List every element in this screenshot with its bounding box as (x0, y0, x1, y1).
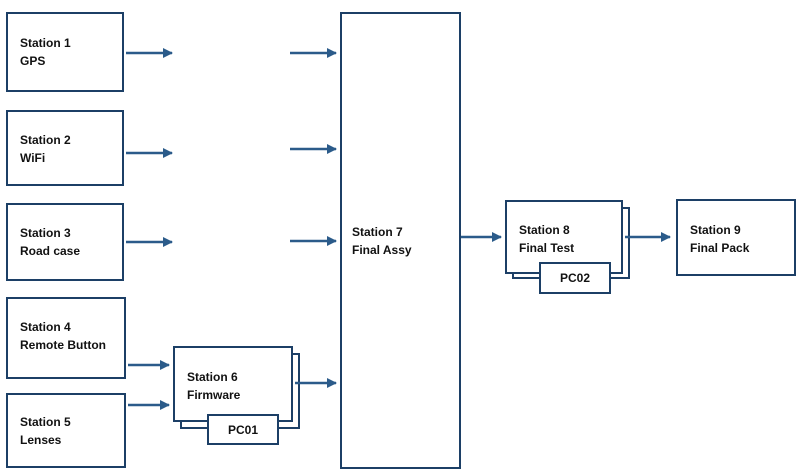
station-3-label: Station 3 Road case (20, 224, 80, 260)
station-6-box (173, 346, 293, 422)
station-6-label: Station 6 Firmware (187, 368, 240, 404)
station-1-box (6, 12, 124, 92)
station-4-title: Station 4 (20, 320, 71, 334)
station-8-name: Final Test (519, 241, 575, 255)
station-7-box (340, 12, 461, 469)
station-9-name: Final Pack (690, 241, 750, 255)
station-7-label: Station 7 Final Assy (352, 223, 412, 259)
station-1-title: Station 1 (20, 36, 71, 50)
station-5-box (6, 393, 126, 468)
station-6-name: Firmware (187, 388, 241, 402)
station-8-pc-tag: PC02 (539, 262, 611, 294)
station-5-title: Station 5 (20, 415, 71, 429)
station-2-box (6, 110, 124, 186)
station-3-box (6, 203, 124, 281)
station-3-title: Station 3 (20, 226, 71, 240)
station-2-name: WiFi (20, 151, 46, 165)
station-7-name: Final Assy (352, 243, 412, 257)
station-8-label: Station 8 Final Test (519, 221, 574, 257)
station-1-label: Station 1 GPS (20, 34, 71, 70)
station-5-name: Lenses (20, 433, 62, 447)
station-3-name: Road case (20, 244, 81, 258)
station-2-label: Station 2 WiFi (20, 131, 71, 167)
station-6-title: Station 6 (187, 370, 238, 384)
station-7-title: Station 7 (352, 225, 403, 239)
station-4-box (6, 297, 126, 379)
station-5-label: Station 5 Lenses (20, 413, 71, 449)
station-2-title: Station 2 (20, 133, 71, 147)
station-1-name: GPS (20, 54, 46, 68)
station-8-title: Station 8 (519, 223, 570, 237)
station-9-label: Station 9 Final Pack (690, 221, 749, 257)
station-4-name: Remote Button (20, 338, 106, 352)
station-9-box (676, 199, 796, 276)
station-4-label: Station 4 Remote Button (20, 318, 106, 354)
station-9-title: Station 9 (690, 223, 741, 237)
station-6-pc-tag: PC01 (207, 414, 279, 445)
